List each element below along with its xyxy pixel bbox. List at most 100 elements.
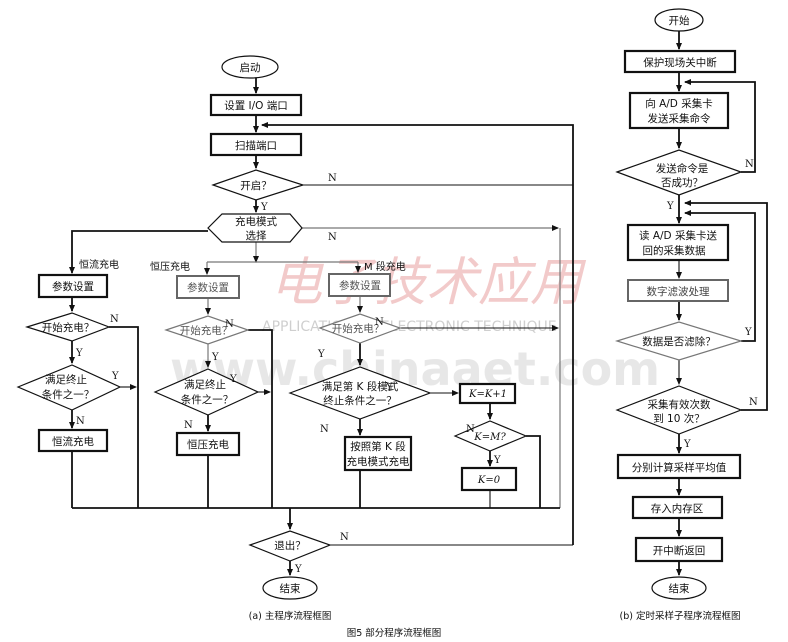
scan-port-box: 扫描端口 xyxy=(209,132,303,157)
n-label: N xyxy=(328,173,337,184)
y-label: Y xyxy=(294,564,302,575)
mode-select-hexagon: 充电模式 选择 xyxy=(207,213,303,243)
count-line1: 采集有效次数 xyxy=(648,398,711,411)
count-line2: 到 10 次？ xyxy=(653,412,705,425)
scan-port-label: 扫描端口 xyxy=(235,139,277,152)
send-ok-line1: 发送命令是 xyxy=(656,162,709,175)
start-node: 启动 xyxy=(221,55,279,79)
m-end-line2: 终止条件之一？ xyxy=(323,394,397,407)
sampling-end-label: 结束 xyxy=(669,582,690,595)
end-label: 结束 xyxy=(280,582,301,595)
mode-select-line2: 选择 xyxy=(246,229,267,242)
watermark-subtitle: APPLICATION OF ELECTRONIC TECHNIQUE xyxy=(262,319,557,335)
m-param-box: 参数设置 xyxy=(328,273,391,297)
sampling-start-node: 开始 xyxy=(654,8,704,32)
m-start-decision: 开始充电？ xyxy=(318,313,402,344)
n-label: N xyxy=(375,317,384,328)
cc-end-decision: 满足终止 条件之一？ xyxy=(16,364,122,411)
cv-param-box: 参数设置 xyxy=(176,275,240,299)
m-param-label: 参数设置 xyxy=(339,279,381,292)
send-ok-decision: 发送命令是 否成功？ xyxy=(615,149,743,196)
m-end-line1: 满足第 K 段模式 xyxy=(322,380,399,393)
cv-param-label: 参数设置 xyxy=(187,281,229,294)
store-box: 存入内存区 xyxy=(631,495,724,520)
yn-labels: N Y Y N Y xyxy=(666,159,758,450)
y-label: Y xyxy=(385,382,393,393)
k-reset-box: K=0 xyxy=(460,466,518,492)
n-label: N xyxy=(184,420,193,431)
n-label: N xyxy=(749,397,758,408)
protect-box: 保护现场关中断 xyxy=(623,49,737,74)
y-label: Y xyxy=(260,202,268,213)
cv-charge-label: 恒压充电 xyxy=(187,438,229,451)
n-label: N xyxy=(225,319,234,330)
n-label: N xyxy=(340,532,349,543)
cc-start-decision: 开始充电？ xyxy=(24,312,111,342)
send-cmd-line2: 发送采集命令 xyxy=(648,112,711,125)
sampling-caption: (b) 定时采样子程序流程框图 xyxy=(620,610,741,622)
n-label: N xyxy=(110,314,119,325)
connectors xyxy=(676,31,768,576)
read-data-line1: 读 A/D 采集卡送 xyxy=(639,229,717,242)
main-caption: (a) 主程序流程框图 xyxy=(249,610,332,622)
m-charge-box: 按照第 K 段 充电模式充电 xyxy=(343,435,413,472)
n-label: N xyxy=(328,232,337,243)
filtered-decision: 数据是否滤除？ xyxy=(614,321,744,361)
send-cmd-box: 向 A/D 采集卡 发送采集命令 xyxy=(628,91,730,130)
end-node: 结束 xyxy=(262,576,318,600)
filter-box: 数字滤波处理 xyxy=(627,279,729,302)
y-label: Y xyxy=(317,349,325,360)
cv-end-line2: 条件之一？ xyxy=(181,393,234,406)
cc-param-box: 参数设置 xyxy=(37,273,109,299)
y-label: Y xyxy=(666,201,674,212)
opened-label: 开启？ xyxy=(240,179,272,192)
y-label: Y xyxy=(229,374,237,385)
n-label: N xyxy=(76,416,85,427)
cv-charge-box: 恒压充电 xyxy=(175,431,241,457)
send-ok-line2: 否成功？ xyxy=(661,177,703,189)
cv-start-label: 开始充电？ xyxy=(180,324,233,337)
k-eq-m-decision: K=M? xyxy=(453,420,528,452)
exit-decision: 退出？ xyxy=(248,530,332,562)
cc-end-line1: 满足终止 xyxy=(45,373,87,386)
average-box: 分别计算采样平均值 xyxy=(616,453,742,480)
store-label: 存入内存区 xyxy=(651,502,704,515)
mode-select-line1: 充电模式 xyxy=(235,215,277,228)
cv-end-decision: 满足终止 条件之一？ xyxy=(153,368,260,416)
enable-int-label: 开中断返回 xyxy=(653,544,706,557)
y-label: Y xyxy=(493,455,501,466)
watermark: 电子技术应用 APPLICATION OF ELECTRONIC TECHNIQ… xyxy=(170,253,660,396)
main-flowchart: 启动 设置 I/O 端口 扫描端口 开启？ 充电模式 选择 恒流充电 恒压充电 … xyxy=(16,55,574,622)
enable-int-box: 开中断返回 xyxy=(634,536,724,563)
yn-labels: N Y N N Y Y N N Y Y N N Y Y N N Y N Y xyxy=(75,173,501,575)
exit-label: 退出？ xyxy=(274,539,306,552)
y-label: Y xyxy=(211,352,219,363)
n-label: N xyxy=(320,424,329,435)
cc-charge-box: 恒流充电 xyxy=(37,428,109,453)
m-charge-line2: 充电模式充电 xyxy=(347,455,410,468)
branch-m-label: M 段充电 xyxy=(364,260,406,273)
m-end-decision: 满足第 K 段模式 终止条件之一？ xyxy=(288,366,432,420)
y-label: Y xyxy=(75,348,83,359)
setup-io-label: 设置 I/O 端口 xyxy=(224,99,288,112)
setup-io-box: 设置 I/O 端口 xyxy=(209,93,303,117)
filter-label: 数字滤波处理 xyxy=(647,285,710,298)
read-data-box: 读 A/D 采集卡送 回的采集数据 xyxy=(626,223,730,262)
m-start-label: 开始充电？ xyxy=(332,322,385,335)
cc-charge-label: 恒流充电 xyxy=(52,435,94,448)
branch-cv-label: 恒压充电 xyxy=(150,260,190,273)
opened-decision: 开启？ xyxy=(211,169,305,201)
n-label: N xyxy=(466,424,475,435)
start-label: 启动 xyxy=(240,61,261,74)
sampling-end-node: 结束 xyxy=(651,576,707,600)
watermark-logo: 电子技术应用 xyxy=(270,253,587,313)
k-reset-label: K=0 xyxy=(477,475,501,486)
sampling-flowchart: 开始 保护现场关中断 向 A/D 采集卡 发送采集命令 发送命令是 否成功？ 读… xyxy=(614,8,768,622)
average-label: 分别计算采样平均值 xyxy=(632,461,727,474)
cc-end-line2: 条件之一？ xyxy=(42,388,95,401)
y-label: Y xyxy=(744,327,752,338)
send-cmd-line1: 向 A/D 采集卡 xyxy=(645,97,712,110)
figure-caption: 图5 部分程序流程框图 xyxy=(347,627,442,639)
k-inc-box: K=K+1 xyxy=(458,382,517,405)
